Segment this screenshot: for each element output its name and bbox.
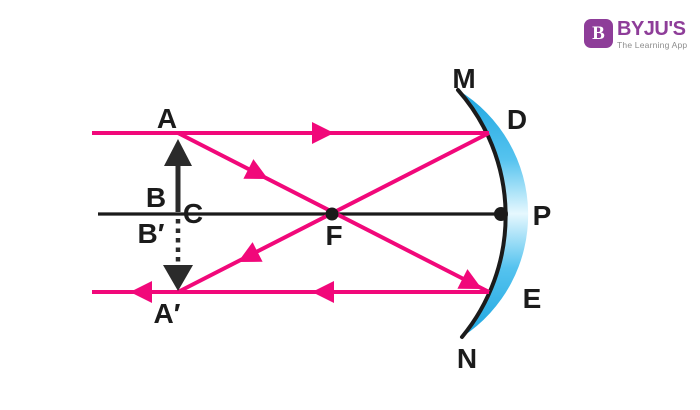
label-image-base-B-prime: B′ xyxy=(138,218,165,249)
label-mirror-top-M: M xyxy=(452,63,475,94)
label-point-D: D xyxy=(507,104,527,135)
byjus-logo: B BYJU'S The Learning App xyxy=(584,19,687,50)
byjus-tagline: The Learning App xyxy=(617,40,688,50)
label-image-tip-A-prime: A′ xyxy=(154,298,181,329)
arrowhead-reflected-to-image xyxy=(238,242,263,262)
object-arrowhead xyxy=(164,139,192,166)
byjus-brand-name: BYJU'S xyxy=(617,18,686,40)
arrowhead-reflected-parallel-left xyxy=(130,281,152,303)
label-object-base-B: B xyxy=(146,182,166,213)
label-centre-C: C xyxy=(183,198,203,229)
label-pole-P: P xyxy=(533,200,552,231)
byjus-logo-icon: B xyxy=(584,19,613,48)
label-point-E: E xyxy=(523,283,542,314)
arrowhead-reflected-parallel-mid xyxy=(312,281,334,303)
arrowhead-incident-ray xyxy=(312,122,334,144)
concave-mirror-body xyxy=(458,90,529,337)
image-arrowhead xyxy=(163,265,193,291)
label-mirror-bottom-N: N xyxy=(457,343,477,374)
label-object-tip-A: A xyxy=(157,103,177,134)
label-focus-F: F xyxy=(325,220,342,251)
focus-point-dot xyxy=(325,207,339,221)
pole-point-dot xyxy=(494,207,508,221)
arrowhead-ray-to-mirror-e xyxy=(457,269,482,289)
byjus-logo-text: BYJU'S The Learning App xyxy=(617,19,687,50)
arrowhead-ray-to-focus xyxy=(243,159,268,179)
